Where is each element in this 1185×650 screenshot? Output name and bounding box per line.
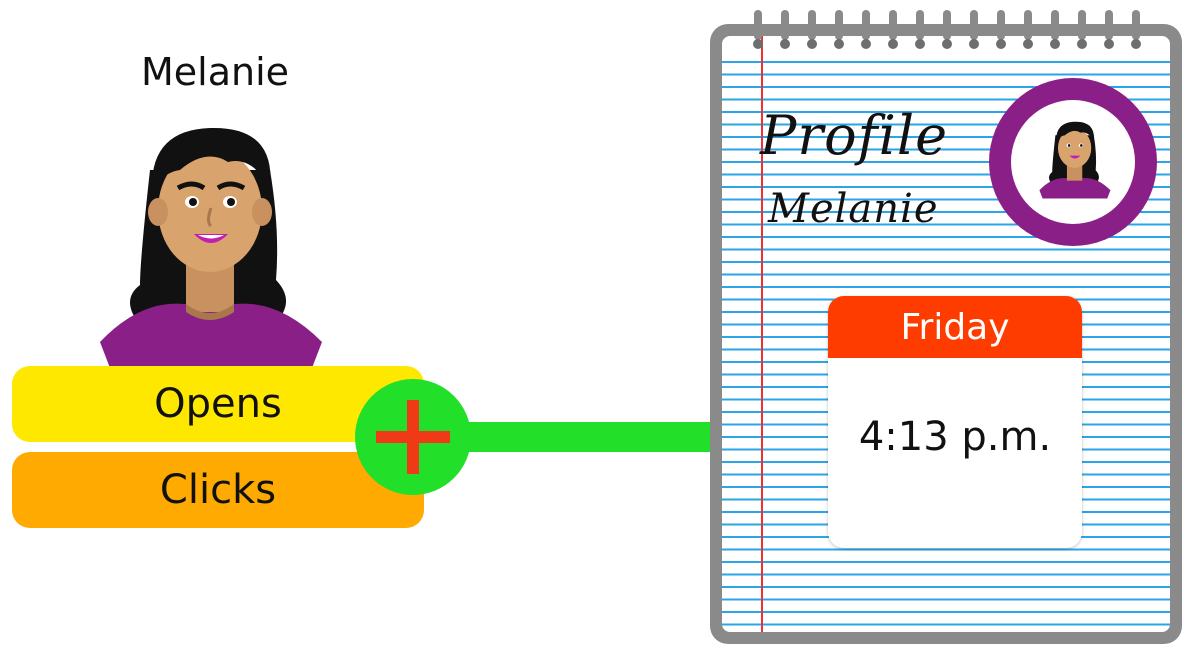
calendar-card: Friday 4:13 p.m.: [828, 296, 1082, 548]
profile-name: Melanie: [768, 186, 939, 232]
opens-pill: Opens: [12, 366, 424, 442]
spiral-ring-icon: [996, 10, 1006, 49]
calendar-time: 4:13 p.m.: [858, 414, 1052, 460]
spiral-ring-icon: [1050, 10, 1060, 49]
spiral-ring-icon: [753, 10, 763, 49]
spiral-ring-icon: [1131, 10, 1141, 49]
spiral-ring-icon: [1077, 10, 1087, 49]
person-name: Melanie: [140, 50, 290, 94]
spiral-ring-icon: [915, 10, 925, 49]
woman-avatar-icon: [100, 127, 322, 368]
spiral-ring-icon: [1023, 10, 1033, 49]
profile-title: Profile: [760, 104, 949, 167]
spiral-ring-icon: [861, 10, 871, 49]
spiral-ring-icon: [969, 10, 979, 49]
clicks-pill: Clicks: [12, 452, 424, 528]
calendar-day: Friday: [828, 296, 1082, 358]
spiral-ring-icon: [942, 10, 952, 49]
spiral-ring-icon: [834, 10, 844, 49]
spiral-ring-icon: [888, 10, 898, 49]
opens-label: Opens: [154, 381, 282, 427]
clicks-label: Clicks: [159, 467, 277, 513]
plus-icon: [355, 379, 471, 495]
spiral-ring-icon: [780, 10, 790, 49]
spiral-ring-icon: [1104, 10, 1114, 49]
spiral-ring-icon: [807, 10, 817, 49]
